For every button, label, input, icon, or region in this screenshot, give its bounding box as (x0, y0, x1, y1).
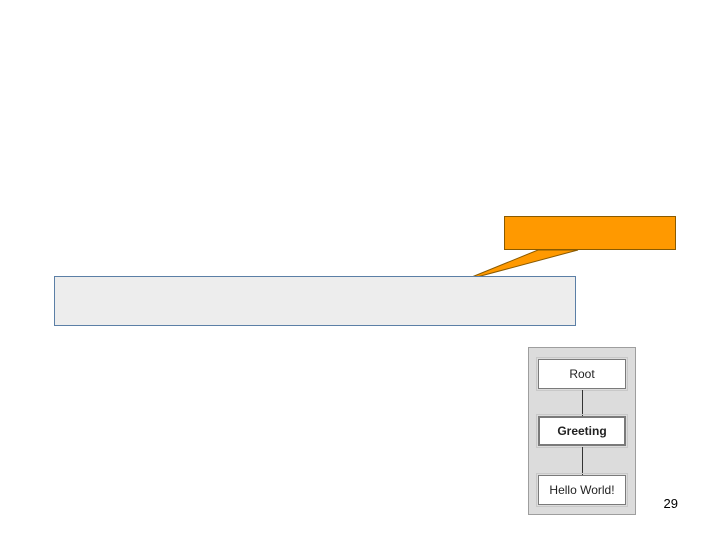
page-number: 29 (663, 496, 678, 511)
callout-box (504, 216, 676, 250)
code-panel (54, 276, 576, 326)
tree-node-hello-world: Hello World! (536, 473, 628, 507)
tree-connector (582, 390, 583, 416)
tree-node-greeting: Greeting (536, 414, 628, 448)
tree-node-root: Root (536, 357, 628, 391)
tree-diagram: Root Greeting Hello World! (528, 347, 636, 515)
tree-connector (582, 447, 583, 475)
